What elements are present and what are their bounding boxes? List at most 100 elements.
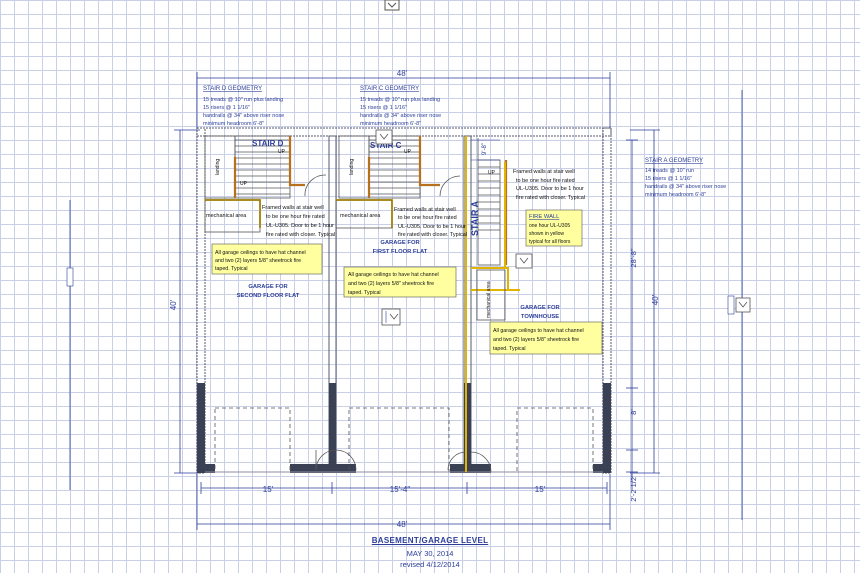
stair-c-landing: landing [349,159,355,175]
svg-text:15 risers @ 1 1/16": 15 risers @ 1 1/16" [645,176,692,182]
svg-text:FIRST FLOOR FLAT: FIRST FLOOR FLAT [373,249,428,255]
elevation-marker-upper-icon[interactable] [375,129,393,145]
svg-text:15 risers @ 1 1/16": 15 risers @ 1 1/16" [360,105,407,111]
svg-text:handrails @ 34" above riser no: handrails @ 34" above riser nose [360,113,441,119]
ceiling-note-mid: All garage ceilings to have hat channel … [343,266,457,298]
svg-text:STAIR A GEOMETRY: STAIR A GEOMETRY [645,158,703,164]
garage-first-floor-label: GARAGE FOR FIRST FLOOR FLAT [373,240,428,255]
stair-d-landing: landing [215,159,221,175]
garage-second-floor-label: GARAGE FOR SECOND FLOOR FLAT [237,284,300,299]
svg-text:All garage ceilings to have ha: All garage ceilings to have hat channel [215,250,306,256]
garage-townhouse-label: GARAGE FOR TOWNHOUSE [520,305,560,320]
stair-a-geometry-note: STAIR A GEOMETRY 14 treads @ 10" run 15 … [645,158,726,198]
dimension-top [196,72,611,128]
fire-wall-note: FIRE WALL one hour UL-U305 shown in yell… [525,209,583,247]
stair-c [338,135,461,199]
framed-walls-note-left: Framed walls at stair well to be one hou… [262,205,335,238]
svg-text:15 treads @ 10" run plus landi: 15 treads @ 10" run plus landing [203,97,283,103]
drawing-title: BASEMENT/GARAGE LEVEL [371,536,489,545]
mechanical-area-lines [204,199,506,321]
elevation-marker-mid-icon[interactable] [381,308,401,326]
dim-8: 8' [629,409,638,415]
svg-text:to be one hour fire rated: to be one hour fire rated [266,214,325,220]
svg-text:taped. Typical: taped. Typical [348,290,381,296]
svg-text:UL-U305. Door to be 1 hour: UL-U305. Door to be 1 hour [516,186,584,192]
svg-text:STAIR D GEOMETRY: STAIR D GEOMETRY [203,86,262,92]
dimension-left [174,129,200,474]
svg-text:Framed walls at stair well: Framed walls at stair well [513,169,575,175]
svg-text:TOWNHOUSE: TOWNHOUSE [521,314,559,320]
dim-right-40: 40' [651,294,660,305]
garage-doors [214,407,594,473]
svg-text:and two (2) layers 5/8" sheetr: and two (2) layers 5/8" sheetrock fire [348,281,434,287]
svg-text:minimum headroom 6'-8": minimum headroom 6'-8" [360,121,421,127]
stair-d [204,135,327,199]
stair-d-up-2: UP [240,181,248,187]
svg-text:fire rated with closer. Typica: fire rated with closer. Typical [398,232,467,238]
stair-d-up: UP [278,149,286,155]
dim-bay-mid: 15'-4" [390,485,411,494]
svg-text:shown in yellow: shown in yellow [529,231,564,237]
svg-text:fire rated with closer. Typica: fire rated with closer. Typical [516,195,585,201]
svg-text:FIRE WALL: FIRE WALL [529,214,560,220]
framed-walls-note-right: Framed walls at stair well to be one hou… [513,169,585,201]
stair-c-geometry-note: STAIR C GEOMETRY 15 treads @ 10" run plu… [360,86,441,127]
dimension-bays [200,482,608,494]
svg-text:GARAGE FOR: GARAGE FOR [248,284,288,290]
dim-left-40: 40' [169,299,178,310]
svg-text:handrails @ 34" above riser no: handrails @ 34" above riser nose [203,113,284,119]
svg-text:STAIR C GEOMETRY: STAIR C GEOMETRY [360,86,419,92]
dimension-right [626,129,660,490]
svg-text:fire rated with closer. Typica: fire rated with closer. Typical [266,232,335,238]
title-block: BASEMENT/GARAGE LEVEL MAY 30, 2014 revis… [0,536,860,569]
fire-walls [205,136,520,472]
svg-text:Framed walls at stair well: Framed walls at stair well [394,207,456,213]
dim-top-48: 48' [397,69,408,78]
dim-9-8: 9'-8" [482,143,488,155]
section-marker-left-icon[interactable] [66,267,74,287]
stair-c-label: STAIR C [370,141,402,150]
stair-d-label: STAIR D [252,139,284,148]
svg-text:GARAGE FOR: GARAGE FOR [380,240,420,246]
view-marker-icon[interactable] [384,0,400,11]
mechanical-area-left: mechanical area [206,213,247,219]
mechanical-area-right: mechanical area [486,281,492,318]
dim-2-2-half: 2'-2 1/2" [629,474,638,502]
svg-text:minimum headroom 6'-8": minimum headroom 6'-8" [645,192,706,198]
svg-text:and two (2) layers 5/8" sheetr: and two (2) layers 5/8" sheetrock fire [493,337,579,343]
dim-bay-left: 15' [263,485,274,494]
svg-text:minimum headroom 6'-8": minimum headroom 6'-8" [203,121,264,127]
exterior-walls [196,127,612,474]
dim-28-8: 28'-8" [629,248,638,267]
dim-bottom-48: 48' [397,520,408,529]
stair-a-up: UP [488,170,496,176]
svg-text:All garage ceilings to have ha: All garage ceilings to have hat channel [493,328,584,334]
ceiling-note-right: All garage ceilings to have hat channel … [489,321,603,355]
elevation-marker-right-icon[interactable] [515,253,533,269]
stair-d-geometry-note: STAIR D GEOMETRY 15 treads @ 10" run plu… [203,86,284,127]
drawing-date: MAY 30, 2014 [406,549,454,558]
drawing-revised: revised 4/12/2014 [400,560,460,569]
svg-text:to be one hour fire rated: to be one hour fire rated [398,215,457,221]
mechanical-area-mid: mechanical area [340,213,381,219]
stair-c-up: UP [404,149,412,155]
svg-text:15 risers @ 1 1/16": 15 risers @ 1 1/16" [203,105,250,111]
svg-text:All garage ceilings to have ha: All garage ceilings to have hat channel [348,272,439,278]
ceiling-note-left: All garage ceilings to have hat channel … [211,243,323,275]
dimension-bottom [196,474,611,530]
svg-text:15 treads @ 10" run plus landi: 15 treads @ 10" run plus landing [360,97,440,103]
svg-text:SECOND FLOOR FLAT: SECOND FLOOR FLAT [237,293,300,299]
svg-text:handrails @ 34" above riser no: handrails @ 34" above riser nose [645,184,726,190]
svg-text:and two (2) layers 5/8" sheetr: and two (2) layers 5/8" sheetrock fire [215,258,301,264]
svg-text:taped. Typical: taped. Typical [215,266,248,272]
svg-text:Framed walls at stair well: Framed walls at stair well [262,205,324,211]
svg-text:UL-U305. Door to be 1 hour: UL-U305. Door to be 1 hour [266,223,334,229]
dim-bay-right: 15' [535,485,546,494]
svg-text:GARAGE FOR: GARAGE FOR [520,305,560,311]
svg-text:UL-U305. Door to be 1 hour: UL-U305. Door to be 1 hour [398,224,466,230]
svg-text:taped. Typical: taped. Typical [493,346,526,352]
svg-text:one hour UL-U305: one hour UL-U305 [529,223,570,229]
section-marker-right-icon[interactable] [727,295,751,315]
